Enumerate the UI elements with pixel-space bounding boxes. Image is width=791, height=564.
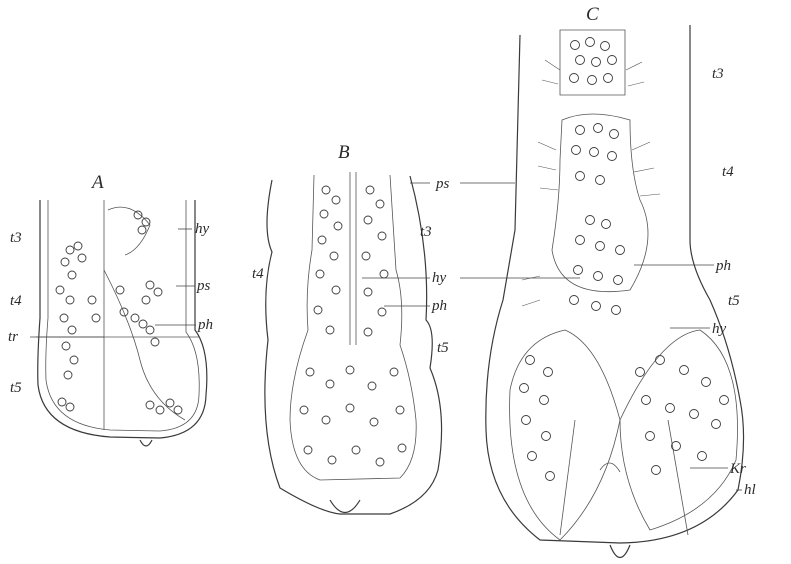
panel-b-label-ps: ps bbox=[435, 176, 450, 192]
panel-b-segment-t5: t5 bbox=[437, 340, 449, 356]
panel-b-segment-t3: t3 bbox=[420, 224, 432, 240]
panel-a-label-hy: hy bbox=[195, 221, 210, 237]
panel-a-label-ps: ps bbox=[196, 278, 211, 294]
panel-c-segment-t3: t3 bbox=[712, 66, 724, 82]
panel-b-segment-t4: t4 bbox=[252, 266, 264, 282]
panel-a-segment-t5: t5 bbox=[10, 380, 22, 396]
panel-b-label-hy: hy bbox=[432, 270, 447, 286]
panel-b-title: B bbox=[338, 142, 350, 163]
panel-a-segment-t3: t3 bbox=[10, 230, 22, 246]
panel-b-cell-cluster bbox=[300, 186, 406, 466]
panel-c-segment-t4: t4 bbox=[722, 164, 734, 180]
panel-c-label-kr: Kr bbox=[729, 461, 746, 477]
panel-c-label-hy: hy bbox=[712, 321, 727, 337]
panel-a-segment-t4: t4 bbox=[10, 293, 22, 309]
panel-b-label-ph: ph bbox=[431, 298, 447, 314]
panel-c-cell-cluster bbox=[520, 38, 729, 481]
panel-c-title: C bbox=[586, 4, 599, 25]
panel-c-segment-t5: t5 bbox=[728, 293, 740, 309]
panel-a-label-tr: tr bbox=[8, 329, 18, 345]
panel-c: C t3 t4 t5 ph hy Kr hl bbox=[486, 4, 756, 558]
panel-c-bristles bbox=[522, 60, 660, 306]
panel-a-title: A bbox=[90, 172, 104, 193]
panel-a-cell-cluster bbox=[56, 211, 182, 414]
panel-a: A t3 t4 t5 hy ps ph tr bbox=[8, 172, 213, 446]
panel-c-label-ph: ph bbox=[715, 258, 731, 274]
panel-b: B t4 t3 t5 ps hy ph bbox=[252, 142, 450, 514]
panel-a-label-ph: ph bbox=[197, 317, 213, 333]
panel-c-label-hl: hl bbox=[744, 482, 756, 498]
